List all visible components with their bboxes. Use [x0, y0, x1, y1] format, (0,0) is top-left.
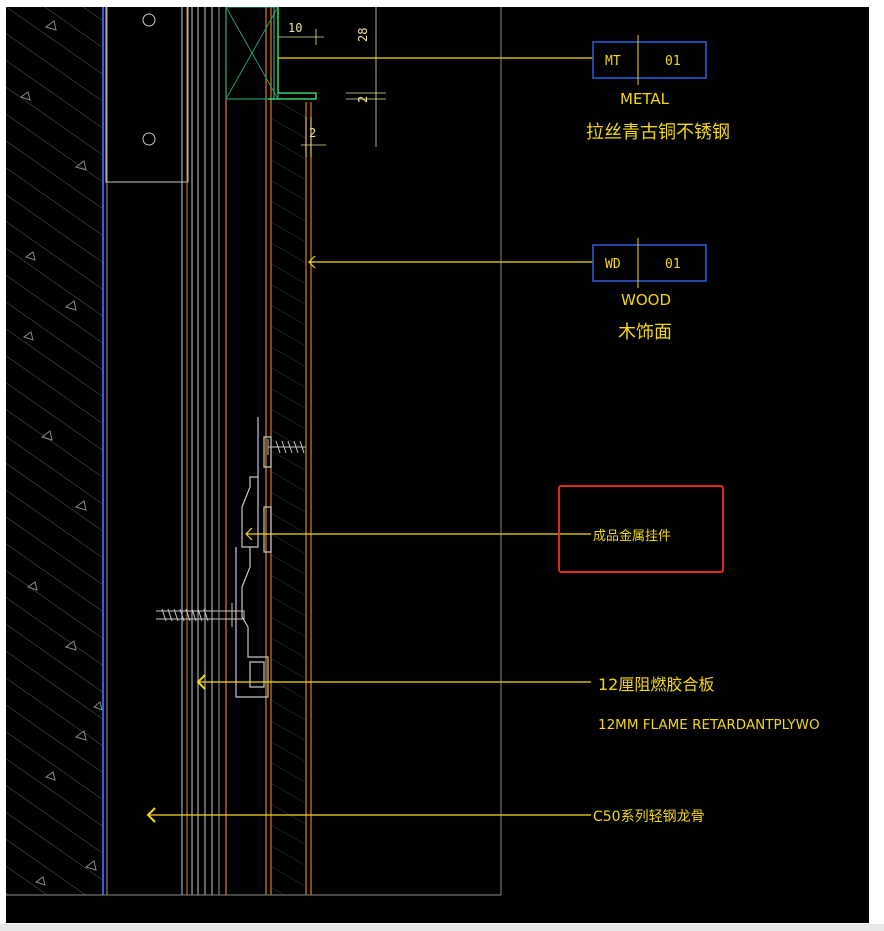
dimension-10: 10 [288, 21, 302, 35]
keel-channel [105, 7, 189, 183]
tag-code-mt: MT [605, 54, 621, 69]
tag-number-wd: 01 [665, 257, 681, 272]
dimension-2a: 2 [356, 96, 370, 103]
bottom-strip [0, 924, 884, 931]
wall-section-detail: 10 28 2 2 MT 01 METAL 拉丝青古铜不锈钢 [6, 7, 820, 896]
tag-en-wood: WOOD [621, 291, 671, 309]
callout-plywood-en: 12MM FLAME RETARDANTPLYWO [598, 717, 820, 733]
tag-number-mt: 01 [665, 54, 681, 69]
tag-cn-metal: 拉丝青古铜不锈钢 [586, 122, 730, 143]
dimension-2b: 2 [309, 126, 316, 140]
tag-en-metal: METAL [620, 90, 670, 108]
metal-trim [225, 7, 317, 100]
metal-hanger-clip [235, 417, 272, 698]
callout-keel: C50系列轻钢龙骨 [593, 809, 705, 825]
highlight-box [558, 485, 724, 573]
cad-drawing-canvas: 10 28 2 2 MT 01 METAL 拉丝青古铜不锈钢 [6, 7, 869, 923]
tag-code-wd: WD [605, 257, 621, 272]
keel-lines [181, 7, 220, 895]
material-tag-metal: MT 01 METAL 拉丝青古铜不锈钢 [586, 35, 730, 143]
leader-lines [146, 57, 593, 823]
material-tag-wood: WD 01 WOOD 木饰面 [592, 238, 707, 343]
callout-plywood-cn: 12厘阻燃胶合板 [598, 675, 714, 694]
concrete-wall [6, 7, 103, 895]
callout-metal-hanger: 成品金属挂件 [593, 528, 671, 544]
dimension-28: 28 [356, 28, 370, 42]
screw-lower [156, 603, 245, 627]
tag-cn-wood: 木饰面 [618, 322, 672, 343]
dimension-lines [278, 7, 386, 157]
screw-upper [267, 439, 306, 455]
